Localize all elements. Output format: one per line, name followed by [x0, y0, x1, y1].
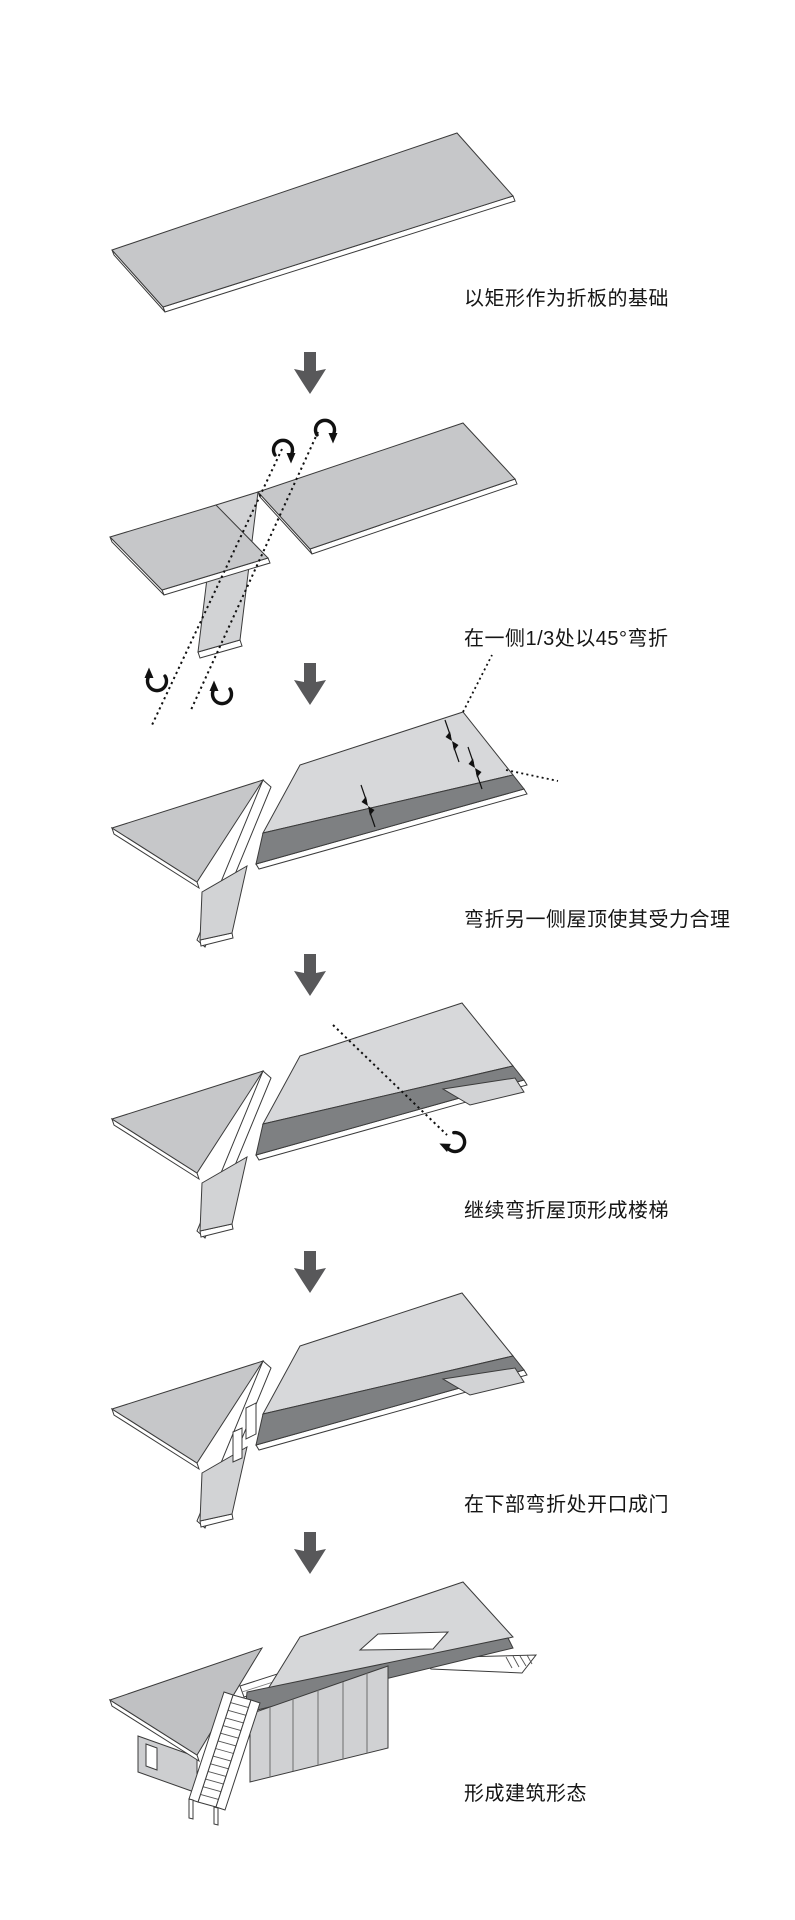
down-arrow-icon	[294, 352, 326, 394]
down-arrow-icon	[294, 954, 326, 996]
step-5-caption: 在下部弯折处开口成门	[464, 1494, 669, 1516]
down-arrow-icon	[294, 1532, 326, 1574]
panel-wall	[249, 1665, 389, 1783]
step-6-caption: 形成建筑形态	[464, 1783, 587, 1805]
step-2-diagram	[109, 422, 518, 726]
down-arrow-icon	[294, 1251, 326, 1293]
step-1-caption: 以矩形作为折板的基础	[464, 288, 669, 310]
rotation-arrow-icon	[313, 418, 340, 446]
door-opening	[232, 1427, 243, 1463]
door-opening	[145, 1743, 158, 1771]
step-4-diagram	[110, 1002, 528, 1239]
step-3-diagram	[110, 654, 559, 948]
rotation-arrow-icon	[207, 678, 234, 706]
rotation-arrow-icon	[435, 1125, 470, 1160]
door-opening	[245, 1402, 257, 1440]
step-1-diagram	[111, 132, 516, 313]
step-6-diagram	[108, 1581, 538, 1826]
rotation-arrow-icon	[142, 665, 169, 693]
step-5-diagram	[110, 1292, 528, 1529]
step-3-caption: 弯折另一侧屋顶使其受力合理	[464, 909, 731, 931]
step-2-caption: 在一侧1/3处以45°弯折	[464, 628, 669, 650]
step-4-caption: 继续弯折屋顶形成楼梯	[464, 1200, 669, 1222]
down-arrow-icon	[294, 663, 326, 705]
staircase	[188, 1691, 261, 1826]
